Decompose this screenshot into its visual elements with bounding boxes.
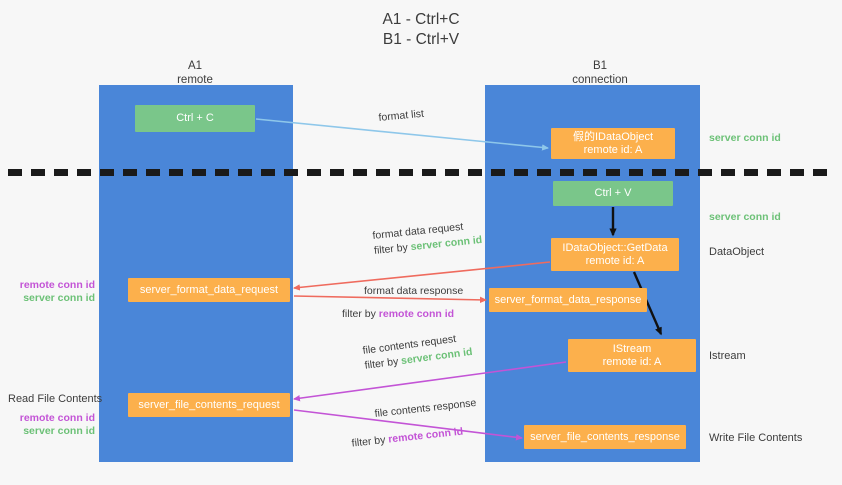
annotation-server-conn-id-top: server conn id — [709, 132, 781, 144]
box-server-file-contents-response[interactable]: server_file_contents_response — [524, 425, 686, 449]
box-fake-idataobject[interactable]: 假的IDataObject remote id: A — [551, 128, 675, 159]
box-server-format-data-request-label: server_format_data_request — [139, 283, 279, 296]
lane-a1-name: A1 — [187, 60, 203, 72]
annotation-write-file-contents: Write File Contents — [709, 432, 803, 444]
box-server-format-data-request[interactable]: server_format_data_request — [128, 278, 290, 302]
box-fake-idataobject-line1: 假的IDataObject — [572, 130, 654, 143]
filter-prefix: filter by — [342, 308, 379, 320]
annotation-read-file-contents: Read File Contents — [8, 393, 103, 405]
box-idataobject-getdata[interactable]: IDataObject::GetData remote id: A — [551, 238, 679, 271]
annotation-istream: Istream — [709, 350, 746, 362]
box-istream[interactable]: IStream remote id: A — [568, 339, 696, 372]
lane-b1-sub: connection — [572, 73, 628, 86]
page-title: A1 - Ctrl+C B1 - Ctrl+V — [0, 10, 842, 50]
box-server-file-contents-request[interactable]: server_file_contents_request — [128, 393, 290, 417]
box-ctrl-c-label: Ctrl + C — [176, 112, 214, 124]
filter-value-remote-conn-id: remote conn id — [378, 308, 455, 320]
lane-header-a1: A1 remote — [130, 60, 260, 87]
label-format-data-response-filter: filter by remote conn id — [342, 308, 463, 321]
box-server-file-contents-request-label: server_file_contents_request — [138, 398, 280, 411]
lane-a1-sub: remote — [177, 73, 213, 86]
box-fake-idataobject-line2: remote id: A — [583, 143, 643, 156]
box-server-format-data-response-label: server_format_data_response — [494, 293, 642, 306]
annotation-remote-conn-id-2: remote conn id — [19, 412, 95, 424]
label-format-data-response-text: format data response — [364, 285, 464, 297]
annotation-remote-conn-id-1: remote conn id — [19, 279, 95, 291]
lane-b1-name: B1 — [592, 60, 608, 72]
title-line-1: A1 - Ctrl+C — [382, 11, 460, 28]
label-format-data-response: format data response filter by remote co… — [342, 285, 464, 321]
box-server-file-contents-response-label: server_file_contents_response — [530, 430, 680, 443]
box-istream-line1: IStream — [612, 342, 652, 355]
annotation-server-conn-id-mid: server conn id — [709, 211, 781, 223]
annotation-left-conn-ids-2: remote conn id server conn id — [0, 412, 95, 438]
box-ctrl-v-label: Ctrl + V — [594, 187, 632, 199]
annotation-left-conn-ids-1: remote conn id server conn id — [0, 279, 95, 305]
arrow-file-contents-request — [293, 361, 567, 402]
lane-header-b1: B1 connection — [535, 60, 665, 87]
box-ctrl-c[interactable]: Ctrl + C — [135, 105, 255, 132]
annotation-server-conn-id-2: server conn id — [23, 425, 95, 437]
box-getdata-line1: IDataObject::GetData — [562, 241, 668, 254]
arrow-getdata-to-istream — [632, 271, 663, 336]
filter-prefix: filter by — [373, 241, 412, 257]
arrow-format-data-response — [293, 295, 487, 304]
annotation-dataobject: DataObject — [709, 246, 765, 258]
box-server-format-data-response[interactable]: server_format_data_response — [489, 288, 647, 312]
arrow-format-list — [255, 118, 549, 151]
arrow-file-contents-response — [293, 409, 523, 441]
annotation-server-conn-id-1: server conn id — [23, 292, 95, 304]
box-ctrl-v[interactable]: Ctrl + V — [553, 181, 673, 206]
box-istream-line2: remote id: A — [602, 355, 662, 368]
box-getdata-line2: remote id: A — [585, 254, 645, 267]
filter-prefix: filter by — [351, 433, 389, 450]
title-line-2: B1 - Ctrl+V — [382, 31, 460, 48]
arrow-format-data-request — [293, 261, 551, 291]
